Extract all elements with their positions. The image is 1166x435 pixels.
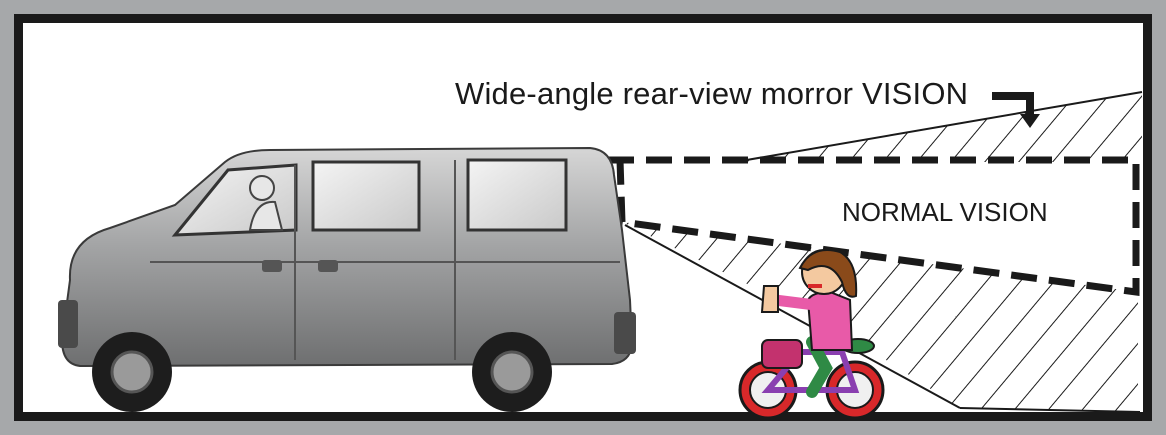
van-illustration (58, 146, 636, 412)
normal-vision-boundary (608, 156, 1140, 297)
wide-angle-upper-boundary (734, 91, 1143, 163)
wide-angle-lower-boundary (624, 224, 961, 409)
wide-angle-vision-label: Wide-angle rear-view morror VISION (455, 76, 969, 111)
pointer-arrow-icon (992, 92, 1034, 118)
cyclist-illustration (738, 249, 885, 420)
normal-vision-label: NORMAL VISION (842, 197, 1048, 227)
wide-angle-zone-lower (622, 222, 1138, 412)
